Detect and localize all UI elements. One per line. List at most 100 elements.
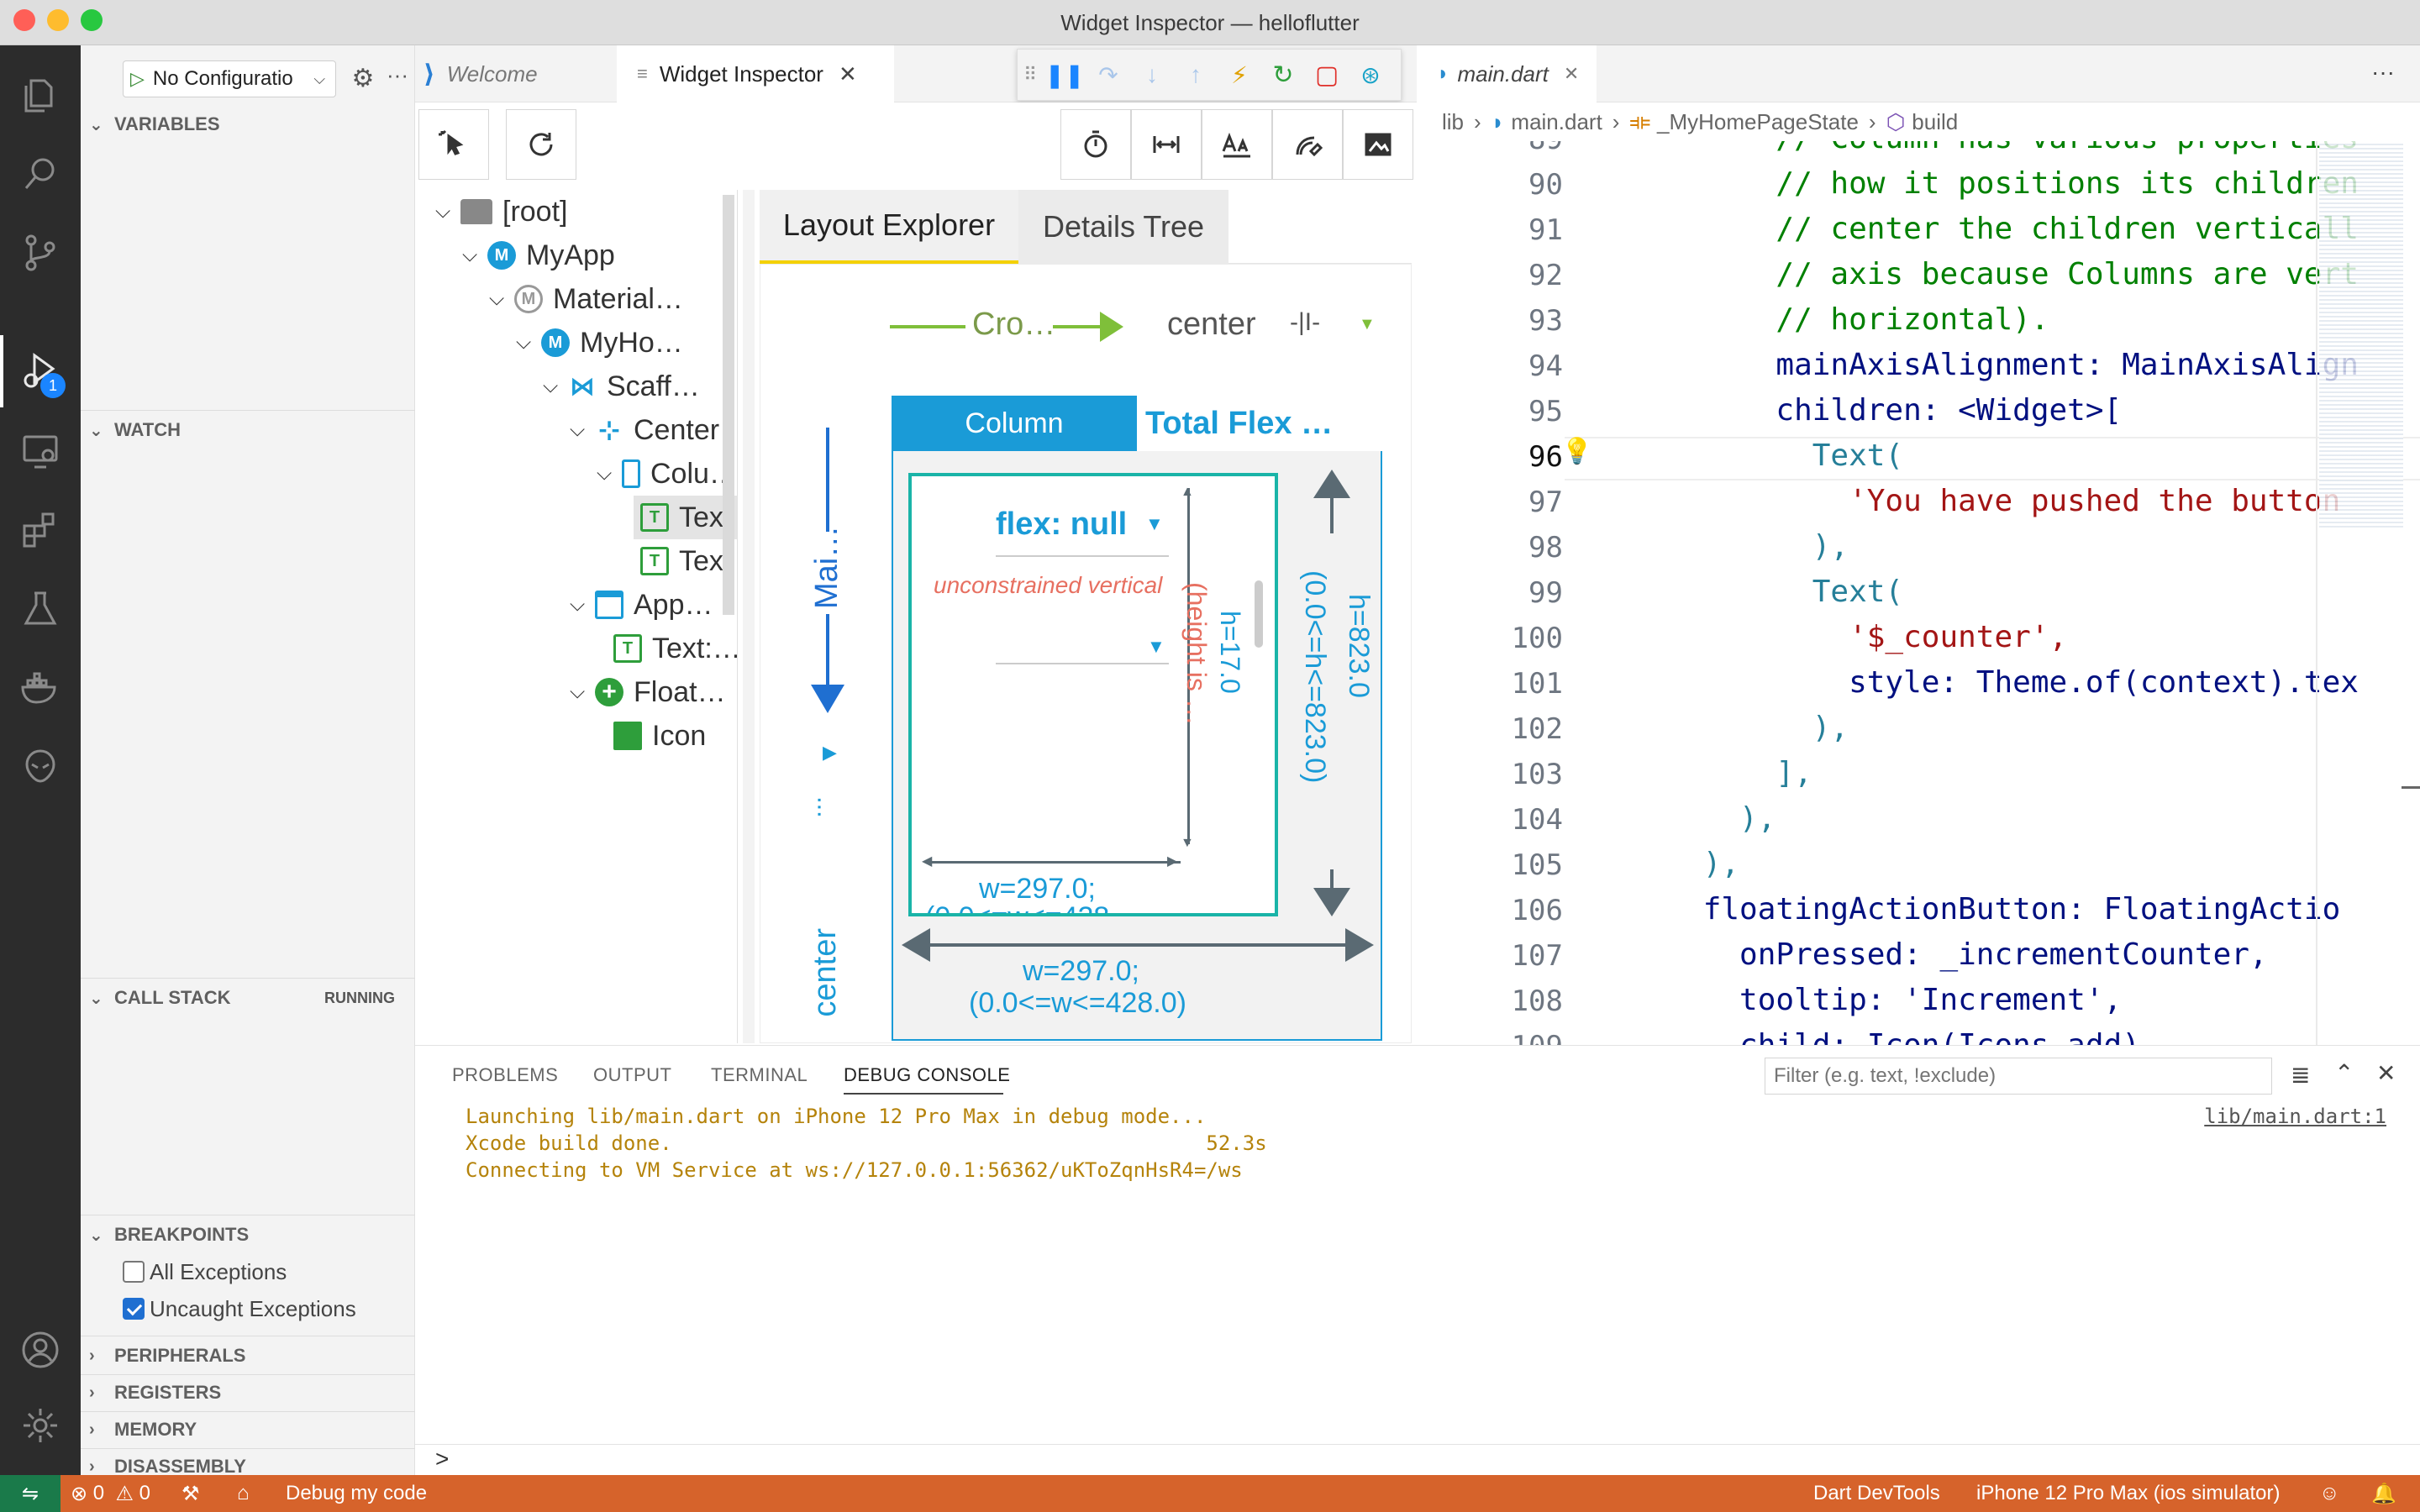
- minimap[interactable]: [2319, 141, 2403, 528]
- inner-scrollbar[interactable]: [1255, 580, 1263, 648]
- close-panel-icon[interactable]: ✕: [2376, 1060, 2396, 1086]
- split-gutter[interactable]: [743, 190, 755, 1043]
- home-icon[interactable]: ⌂: [237, 1482, 250, 1504]
- drag-handle-icon[interactable]: ⠿: [1023, 64, 1038, 85]
- tab-layout-explorer[interactable]: Layout Explorer: [760, 190, 1018, 264]
- close-icon[interactable]: ✕: [1563, 63, 1580, 84]
- alignment-dropdown-icon[interactable]: ▼: [1147, 636, 1165, 657]
- checkbox-checked[interactable]: [123, 1298, 145, 1320]
- remote-explorer-icon[interactable]: [0, 415, 81, 487]
- source-control-icon[interactable]: [0, 217, 81, 289]
- stop-icon[interactable]: ▢: [1314, 60, 1339, 89]
- maximize-panel-icon[interactable]: ⌃: [2334, 1060, 2354, 1086]
- more-actions-icon[interactable]: ···: [387, 62, 408, 87]
- tab-main-dart[interactable]: ◗ main.dart ✕: [1420, 45, 1597, 102]
- tab-widget-inspector[interactable]: ≡ Widget Inspector ✕: [617, 45, 894, 102]
- breadcrumb-file[interactable]: main.dart: [1511, 108, 1602, 134]
- pause-icon[interactable]: ❚❚: [1044, 61, 1085, 88]
- code-editor[interactable]: 💡 89 // Column has various properties90 …: [1420, 141, 2420, 1045]
- select-widget-mode-button[interactable]: [418, 109, 489, 180]
- memory-section-header[interactable]: ›MEMORY: [81, 1411, 415, 1448]
- console-filter-input[interactable]: [1765, 1058, 2272, 1095]
- tab-debug-console[interactable]: DEBUG CONSOLE: [844, 1064, 1011, 1085]
- clear-console-icon[interactable]: ≣: [2291, 1062, 2311, 1088]
- breadcrumb-class[interactable]: _MyHomePageState: [1657, 108, 1859, 134]
- restart-icon[interactable]: ↻: [1272, 60, 1294, 89]
- child-text-box[interactable]: flex: null ▼ unconstrained vertical ▼ ▲ …: [908, 473, 1278, 916]
- tree-node-appbar[interactable]: ⌵App…: [570, 583, 713, 627]
- breakpoints-section-header[interactable]: ⌄BREAKPOINTS: [81, 1216, 415, 1253]
- watch-section-header[interactable]: ⌄WATCH: [81, 412, 415, 449]
- refresh-tree-button[interactable]: [506, 109, 576, 180]
- tab-details-tree[interactable]: Details Tree: [1018, 190, 1228, 264]
- peripherals-section-header[interactable]: ›PERIPHERALS: [81, 1337, 415, 1374]
- explorer-icon[interactable]: [0, 59, 81, 131]
- remote-indicator-icon[interactable]: ⇋: [0, 1475, 60, 1512]
- more-actions-icon[interactable]: ···: [2371, 59, 2395, 85]
- close-icon[interactable]: ✕: [838, 60, 857, 87]
- lightbulb-icon[interactable]: 💡: [1561, 438, 1593, 465]
- checkbox[interactable]: [123, 1261, 145, 1283]
- tree-node-center[interactable]: ⌵⊹Center: [570, 408, 719, 452]
- testing-icon[interactable]: [0, 573, 81, 645]
- docker-icon[interactable]: [0, 652, 81, 724]
- tab-welcome[interactable]: ⟩ Welcome: [424, 45, 608, 102]
- breakpoint-all-exceptions[interactable]: All Exceptions: [123, 1255, 287, 1289]
- notifications-bell-icon[interactable]: 🔔: [2371, 1482, 2396, 1505]
- vertical-scrollbar[interactable]: [723, 195, 734, 615]
- run-debug-icon[interactable]: [0, 335, 81, 407]
- devtools-icon[interactable]: ⊛: [1360, 61, 1381, 88]
- tab-problems[interactable]: PROBLEMS: [452, 1064, 559, 1085]
- tab-output[interactable]: OUTPUT: [593, 1064, 672, 1085]
- registers-section-header[interactable]: ›REGISTERS: [81, 1374, 415, 1411]
- tab-terminal[interactable]: TERMINAL: [711, 1064, 808, 1085]
- settings-gear-icon[interactable]: [0, 1389, 81, 1462]
- guidelines-button[interactable]: [1131, 109, 1202, 180]
- start-debugging-icon[interactable]: ▷: [130, 68, 145, 89]
- step-into-icon[interactable]: ↓: [1146, 61, 1158, 87]
- extensions-icon[interactable]: [0, 494, 81, 566]
- tree-node-fab[interactable]: ⌵+Float…: [570, 670, 726, 714]
- step-over-icon[interactable]: ↷: [1098, 61, 1118, 88]
- close-window-button[interactable]: [13, 9, 35, 31]
- disassembly-section-header[interactable]: ›DISASSEMBLY: [81, 1448, 415, 1485]
- search-icon[interactable]: [0, 138, 81, 210]
- tree-node-icon[interactable]: Icon: [613, 714, 706, 758]
- dropdown-arrow-icon[interactable]: ▶: [823, 742, 837, 763]
- breadcrumb-method[interactable]: build: [1912, 108, 1959, 134]
- breadcrumb-lib[interactable]: lib: [1442, 108, 1465, 134]
- zoom-window-button[interactable]: [81, 9, 103, 31]
- console-prompt[interactable]: >: [435, 1446, 450, 1472]
- step-out-icon[interactable]: ↑: [1190, 61, 1202, 87]
- baselines-button[interactable]: [1202, 109, 1272, 180]
- repaint-rainbow-button[interactable]: [1272, 109, 1343, 180]
- accounts-icon[interactable]: [0, 1314, 81, 1386]
- problems-indicator[interactable]: ⊗ 0 ⚠ 0: [71, 1475, 150, 1512]
- minimize-window-button[interactable]: [47, 9, 69, 31]
- invert-images-button[interactable]: [1343, 109, 1413, 180]
- feedback-icon[interactable]: ☺: [2319, 1482, 2340, 1504]
- flex-dropdown-icon[interactable]: ▼: [1145, 513, 1164, 534]
- source-link[interactable]: lib/main.dart:1: [2204, 1105, 2386, 1128]
- breakpoint-uncaught-exceptions[interactable]: Uncaught Exceptions: [123, 1292, 356, 1326]
- slow-animations-button[interactable]: [1060, 109, 1131, 180]
- device-selector[interactable]: iPhone 12 Pro Max (ios simulator): [1976, 1482, 2281, 1504]
- gear-icon[interactable]: ⚙: [351, 65, 375, 92]
- dropdown-arrow-icon[interactable]: ▼: [1359, 315, 1376, 333]
- variables-section-header[interactable]: ⌄VARIABLES: [81, 106, 415, 143]
- dart-devtools-link[interactable]: Dart DevTools: [1813, 1482, 1940, 1504]
- tree-node-column[interactable]: ⌵Colu…: [597, 452, 737, 496]
- debug-mode-label[interactable]: Debug my code: [286, 1482, 428, 1504]
- tree-node-scaffold[interactable]: ⌵⋈Scaff…: [543, 365, 700, 408]
- tree-node-root[interactable]: ⌵[root]: [435, 190, 567, 234]
- run-configuration-select[interactable]: ▷ No Configuratio ⌵: [123, 60, 336, 97]
- debug-icon[interactable]: ⚒: [182, 1482, 200, 1505]
- hot-reload-icon[interactable]: ⚡: [1231, 61, 1248, 88]
